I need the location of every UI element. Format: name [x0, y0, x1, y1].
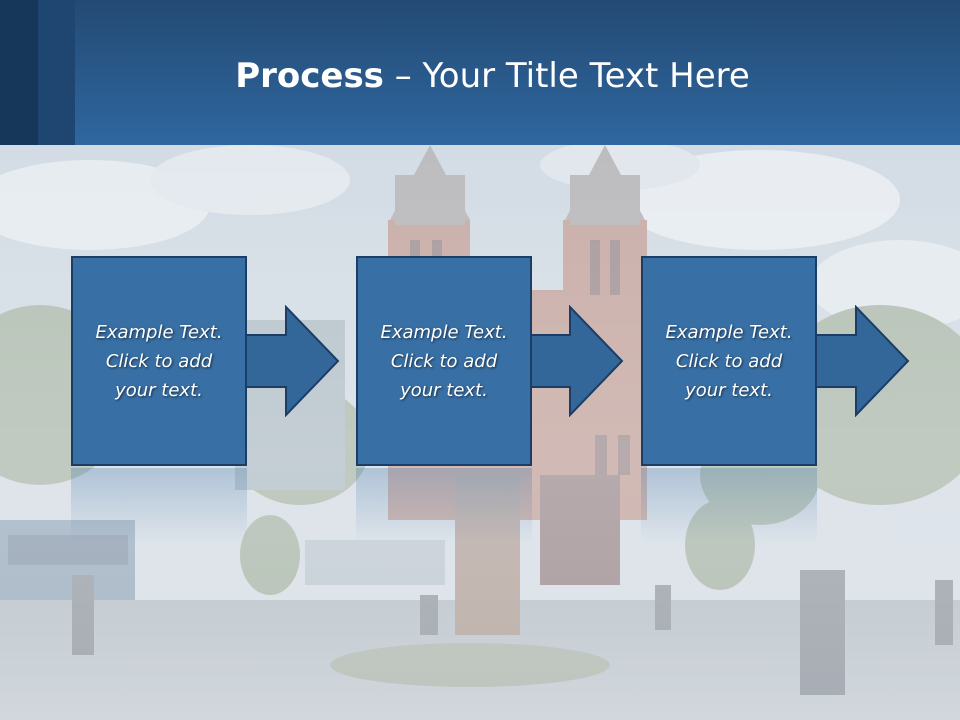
step-text-line: your text. [115, 379, 203, 401]
step-text-line: your text. [400, 379, 488, 401]
step-text-line: Click to add [105, 350, 213, 372]
reflection-layer [71, 468, 817, 543]
step-text-line: Click to add [675, 350, 783, 372]
process-box-3[interactable] [641, 256, 817, 468]
slide-title[interactable]: Process – Your Title Text Here [0, 52, 960, 100]
process-box-2[interactable] [356, 256, 532, 468]
process-arrow-3 [810, 305, 910, 417]
process-arrow-2 [524, 305, 624, 417]
title-banner: Process – Your Title Text Here [0, 0, 960, 145]
step-text-line: Example Text. [95, 321, 223, 343]
process-box-2-text[interactable]: Example Text. Click to add your text. [356, 256, 532, 466]
process-box-1-text[interactable]: Example Text. Click to add your text. [71, 256, 247, 466]
slide-title-bold: Process [235, 56, 384, 96]
step-text-line: your text. [685, 379, 773, 401]
process-arrow-1 [240, 305, 340, 417]
slide-title-rest: – Your Title Text Here [383, 56, 750, 96]
step-text-line: Click to add [390, 350, 498, 372]
process-box-1[interactable] [71, 256, 247, 468]
process-box-3-text[interactable]: Example Text. Click to add your text. [641, 256, 817, 466]
banner-accent-dark [0, 0, 38, 145]
step-text-line: Example Text. [380, 321, 508, 343]
step-text-line: Example Text. [665, 321, 793, 343]
banner-accent-mid [38, 0, 75, 145]
